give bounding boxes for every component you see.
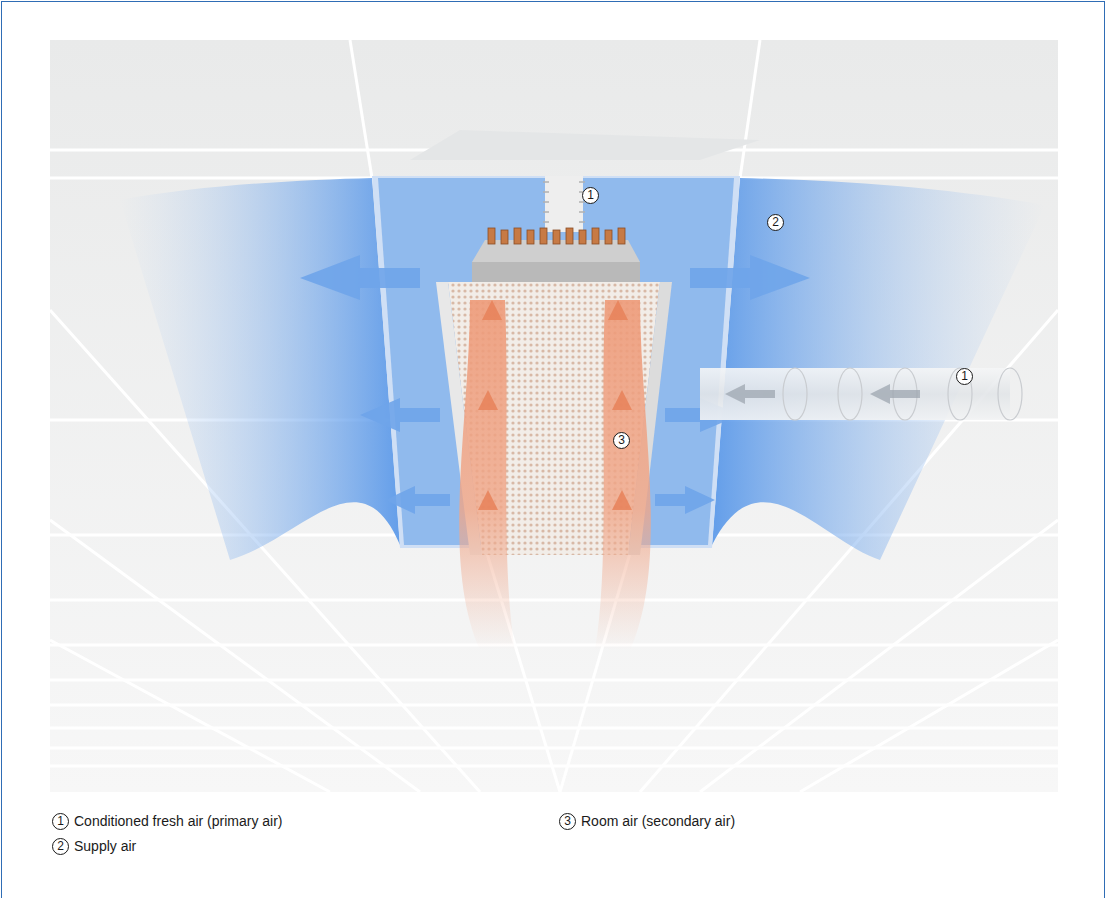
- legend-text: Supply air: [74, 837, 136, 855]
- callout-number: 3: [613, 432, 630, 449]
- callout-number: 1: [52, 813, 69, 830]
- callout-number: 3: [559, 813, 576, 830]
- legend-text: Room air (secondary air): [581, 812, 735, 830]
- callout-number: 2: [52, 838, 69, 855]
- legend-text: Conditioned fresh air (primary air): [74, 812, 283, 830]
- callout-number: 1: [582, 187, 599, 204]
- callout-number: 2: [767, 214, 784, 231]
- callout-number: 1: [956, 368, 973, 385]
